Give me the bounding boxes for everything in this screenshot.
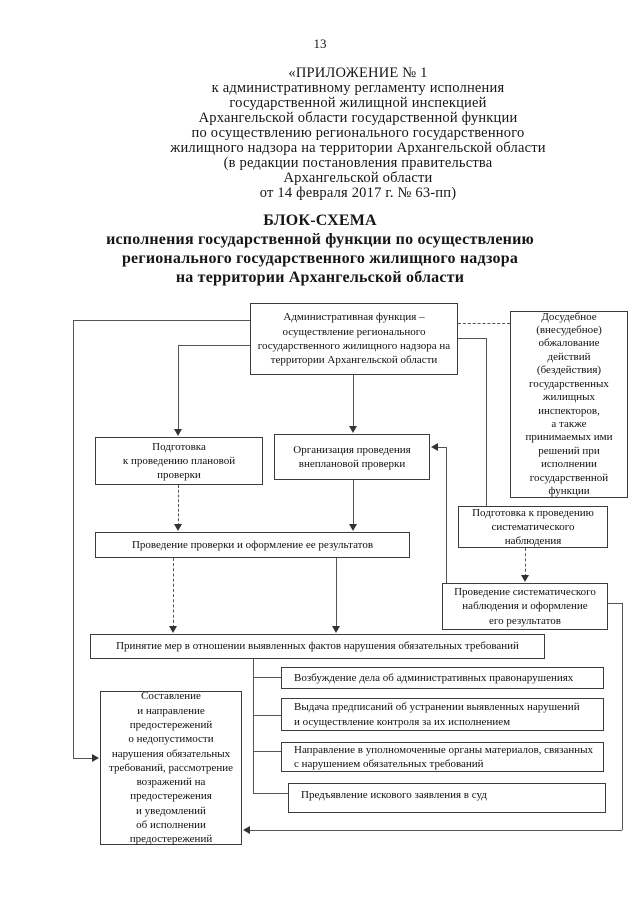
connector-line: [178, 345, 179, 430]
flow-box-text: Подготовка к проведению плановой проверк…: [122, 440, 236, 482]
connector-line: [73, 320, 250, 321]
flow-box-text: Организация проведения внеплановой прове…: [293, 443, 411, 470]
flow-box-text: Составление и направление предостережени…: [109, 690, 233, 846]
page-number: 13: [313, 36, 327, 51]
annex-header-line: «ПРИЛОЖЕНИЕ № 1: [288, 65, 428, 81]
flowchart-title-line: регионального государственного жилищного…: [121, 250, 519, 267]
connector-line: [622, 603, 623, 830]
flow-box-lawsuit: Предъявление искового заявления в суд: [288, 783, 606, 813]
arrowhead: [92, 754, 99, 762]
connector-line: [336, 558, 337, 628]
arrowhead: [174, 524, 182, 531]
arrowhead: [174, 429, 182, 436]
flow-box-orders: Выдача предписаний об устранении выявлен…: [281, 698, 604, 731]
flowchart-title-line: на территории Архангельской области: [175, 269, 465, 286]
annex-header-line: Архангельской области: [283, 170, 433, 186]
flow-box-text: Проведение проверки и оформление ее резу…: [131, 538, 374, 551]
flow-box-measures: Принятие мер в отношении выявленных факт…: [90, 634, 545, 659]
flow-box-systematic-observation-prep: Подготовка к проведению систематического…: [458, 506, 608, 548]
connector-line: [353, 480, 354, 526]
flow-box-text: Предъявление искового заявления в суд: [301, 789, 487, 801]
flow-box-admin-function: Административная функция – осуществление…: [250, 303, 458, 375]
connector-line-dashed: [525, 548, 526, 577]
flow-box-referral: Направление в уполномоченные органы мате…: [281, 742, 604, 772]
flow-box-text: Возбуждение дела об административных пра…: [294, 671, 574, 684]
annex-header-line: по осуществлению регионального государст…: [191, 125, 525, 141]
connector-line: [253, 793, 288, 794]
annex-header-line: жилищного надзора на территории Архангел…: [170, 140, 546, 156]
connector-line: [486, 338, 487, 506]
connector-line: [253, 751, 281, 752]
flowchart-title-line: исполнения государственной функции по ос…: [106, 231, 534, 248]
connector-line: [253, 715, 281, 716]
connector-line: [608, 603, 622, 604]
arrowhead: [431, 443, 438, 451]
annex-header-line: от 14 февраля 2017 г. № 63-пп): [259, 185, 457, 201]
connector-line: [73, 320, 74, 758]
flow-box-planned-inspection-prep: Подготовка к проведению плановой проверк…: [95, 437, 263, 485]
flow-box-text: Направление в уполномоченные органы мате…: [294, 743, 594, 770]
flow-box-text: Проведение систематического наблюдения и…: [454, 586, 596, 627]
flow-box-inspection-results: Проведение проверки и оформление ее резу…: [95, 532, 410, 558]
connector-line: [249, 830, 622, 831]
flow-box-text: Принятие мер в отношении выявленных факт…: [116, 640, 519, 653]
connector-line: [253, 659, 254, 793]
annex-header-line: Архангельской области государственной фу…: [198, 110, 518, 126]
flowchart-title-line: БЛОК-СХЕМА: [263, 212, 377, 229]
flow-box-unplanned-inspection-org: Организация проведения внеплановой прове…: [274, 434, 430, 480]
connector-line: [73, 758, 95, 759]
connector-line: [437, 447, 447, 448]
annex-header: «ПРИЛОЖЕНИЕ № 1 к административному регл…: [130, 66, 586, 201]
arrowhead: [169, 626, 177, 633]
connector-line: [253, 677, 281, 678]
annex-header-line: государственной жилищной инспекцией: [229, 95, 487, 111]
flow-box-admin-case: Возбуждение дела об административных пра…: [281, 667, 604, 689]
flow-box-text: Досудебное (внесудебное) обжалование дей…: [525, 310, 613, 497]
connector-line-dashed: [178, 485, 179, 526]
annex-header-line: (в редакции постановления правительства: [223, 155, 493, 171]
flow-box-text: Подготовка к проведению систематического…: [472, 506, 594, 548]
connector-line-dashed: [173, 558, 174, 628]
arrowhead: [243, 826, 250, 834]
arrowhead: [349, 426, 357, 433]
connector-line: [458, 338, 487, 339]
arrowhead: [332, 626, 340, 633]
flow-box-text: Административная функция – осуществление…: [257, 311, 451, 367]
connector-line: [446, 447, 447, 583]
annex-header-line: к административному регламенту исполнени…: [211, 80, 505, 96]
arrowhead: [349, 524, 357, 531]
arrowhead: [521, 575, 529, 582]
flow-box-text: Выдача предписаний об устранении выявлен…: [294, 701, 580, 728]
flow-box-systematic-observation: Проведение систематического наблюдения и…: [442, 583, 608, 630]
connector-line-dashed: [458, 323, 510, 324]
flow-box-pretrial-appeal: Досудебное (внесудебное) обжалование дей…: [510, 311, 628, 498]
connector-line: [353, 375, 354, 427]
flowchart-title: БЛОК-СХЕМА исполнения государственной фу…: [30, 211, 610, 287]
connector-line: [178, 345, 250, 346]
flow-box-warnings: Составление и направление предостережени…: [100, 690, 242, 846]
